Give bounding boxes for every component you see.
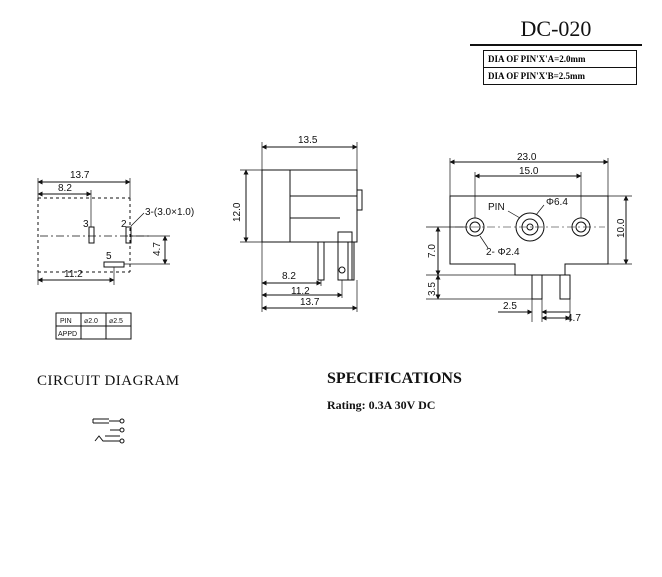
dim-text-23-0: 23.0 xyxy=(517,152,537,163)
dim-text-13-7-side: 13.7 xyxy=(300,297,320,308)
dim-text-8-2-side: 8.2 xyxy=(282,271,296,282)
dim-text-11-2: 11.2 xyxy=(64,269,83,280)
dim-text-12-0: 12.0 xyxy=(232,202,243,222)
dim-text-13-7: 13.7 xyxy=(70,170,90,181)
rating-text: Rating: 0.3A 30V DC xyxy=(327,398,436,412)
pin-3-label: 3 xyxy=(83,219,89,230)
center-diameter-label: Φ6.4 xyxy=(546,197,568,208)
pin-callout-leader xyxy=(130,212,145,227)
side-pin-hole xyxy=(338,266,346,274)
body-outline-dashed xyxy=(37,197,131,273)
pin-diameter-table: DIA OF PIN'X'A=2.0mm DIA OF PIN'X'B=2.5m… xyxy=(483,50,637,85)
title-underline xyxy=(470,44,642,46)
dim-text-7-0: 7.0 xyxy=(427,244,438,258)
mount-holes-label: 2- Φ2.4 xyxy=(486,247,520,258)
pin-2-label: 2 xyxy=(121,219,127,230)
approval-table-header-2-0: ⌀2.0 xyxy=(84,318,98,325)
approval-table xyxy=(55,312,132,340)
approval-table-header-2-5: ⌀2.5 xyxy=(109,318,123,325)
pin-diameter-row-a: DIA OF PIN'X'A=2.0mm xyxy=(488,54,586,64)
dim-text-2-5: 2.5 xyxy=(503,301,517,312)
side-pin-1 xyxy=(317,241,325,281)
circuit-symbol xyxy=(92,418,125,444)
front-leg-right xyxy=(559,274,571,300)
hole-leader xyxy=(479,235,489,249)
specifications-heading: SPECIFICATIONS xyxy=(327,370,462,387)
dim-text-8-2: 8.2 xyxy=(58,183,72,194)
dim-text-10-0: 10.0 xyxy=(616,218,627,238)
dim-text-13-5: 13.5 xyxy=(298,135,318,146)
pin-leader xyxy=(507,210,521,219)
pin-5-slot xyxy=(103,261,125,268)
circuit-terminal-1 xyxy=(119,418,125,424)
approval-table-header-pin: PIN xyxy=(60,318,72,325)
pin-3-slot xyxy=(88,226,95,244)
dim-text-3-5: 3.5 xyxy=(427,282,438,296)
side-view xyxy=(240,142,363,312)
dim-text-4-7: 4.7 xyxy=(152,242,163,256)
circuit-terminal-3 xyxy=(119,438,125,444)
circuit-sleeve-symbol xyxy=(94,435,120,442)
side-pin-2 xyxy=(337,231,353,281)
side-front-flange xyxy=(261,169,291,243)
part-number-title: DC-020 xyxy=(520,16,592,41)
side-rear-tab xyxy=(356,189,363,211)
side-body-outline xyxy=(261,169,358,243)
pin-2-slot xyxy=(125,226,132,244)
circuit-pin-symbol xyxy=(92,418,109,424)
circuit-terminal-2 xyxy=(119,427,125,433)
dim-text-15-0: 15.0 xyxy=(519,166,539,177)
front-view xyxy=(426,158,632,322)
circuit-diagram-heading: CIRCUIT DIAGRAM xyxy=(37,373,180,389)
pin-5-label: 5 xyxy=(106,251,112,262)
dia-leader xyxy=(535,204,545,216)
dim-text-11-2-side: 11.2 xyxy=(291,286,310,297)
pin-diameter-row-b: DIA OF PIN'X'B=2.5mm xyxy=(484,67,636,84)
bottom-view xyxy=(37,178,170,285)
front-leg-left xyxy=(531,274,543,300)
dim-text-4-7-front: 4.7 xyxy=(567,313,581,324)
pin-label: PIN xyxy=(488,202,505,213)
pin-size-callout: 3-(3.0×1.0) xyxy=(145,207,194,218)
approval-table-row-label: APPD xyxy=(58,331,77,338)
